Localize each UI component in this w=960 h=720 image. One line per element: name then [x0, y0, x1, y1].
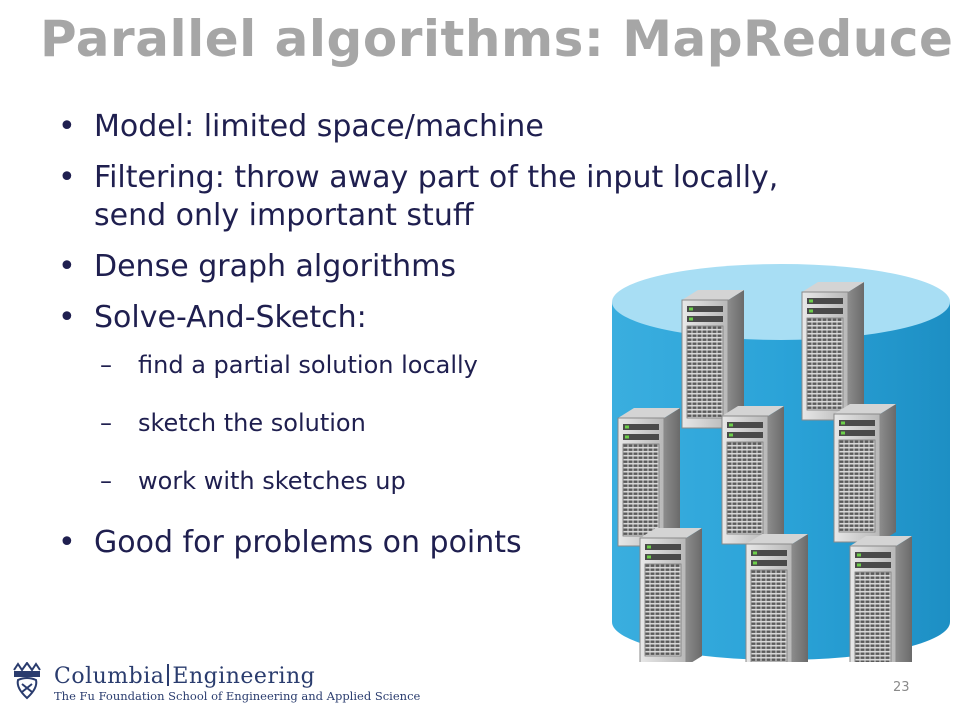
crown-crest-icon — [13, 662, 41, 700]
page-number: 23 — [893, 680, 910, 695]
server-tower-icon — [745, 533, 809, 662]
server-tower-icon — [721, 405, 785, 545]
bullet-item: Filtering: throw away part of the input … — [58, 159, 858, 235]
server-tower-icon — [849, 535, 913, 662]
sub-bullet-item: – work with sketches up — [58, 466, 858, 496]
bullet-list: Model: limited space/machine Filtering: … — [58, 108, 858, 575]
sub-bullet-text: find a partial solution locally — [138, 351, 478, 379]
sub-bullet-text: sketch the solution — [138, 409, 366, 437]
server-cluster-database-icon — [612, 264, 950, 662]
logo-word-engineering: Engineering — [172, 664, 316, 689]
slide-title: Parallel algorithms: MapReduce — [40, 10, 954, 68]
logo-word-columbia: Columbia — [54, 664, 165, 689]
logo-divider — [167, 664, 170, 686]
bullet-item: Model: limited space/machine — [58, 108, 858, 146]
sub-bullet-text: work with sketches up — [138, 467, 406, 495]
sub-bullet-dash: – — [100, 409, 112, 437]
server-tower-icon — [639, 527, 703, 662]
server-tower-icon — [801, 281, 865, 421]
server-tower-icon — [617, 407, 681, 547]
sub-bullet-item: – sketch the solution — [58, 408, 858, 438]
sub-bullet-item: – find a partial solution locally — [58, 350, 858, 380]
server-tower-icon — [833, 403, 897, 543]
bullet-item: Good for problems on points — [58, 524, 858, 562]
logo-wordmark: Columbia Engineering — [54, 664, 315, 689]
sub-bullet-dash: – — [100, 467, 112, 495]
logo-subtitle: The Fu Foundation School of Engineering … — [54, 689, 421, 703]
bullet-item: Solve-And-Sketch: — [58, 299, 858, 337]
bullet-item: Dense graph algorithms — [58, 248, 858, 286]
columbia-engineering-logo: Columbia Engineering The Fu Foundation Sc… — [8, 662, 420, 706]
server-tower-icon — [681, 289, 745, 429]
sub-bullet-dash: – — [100, 351, 112, 379]
